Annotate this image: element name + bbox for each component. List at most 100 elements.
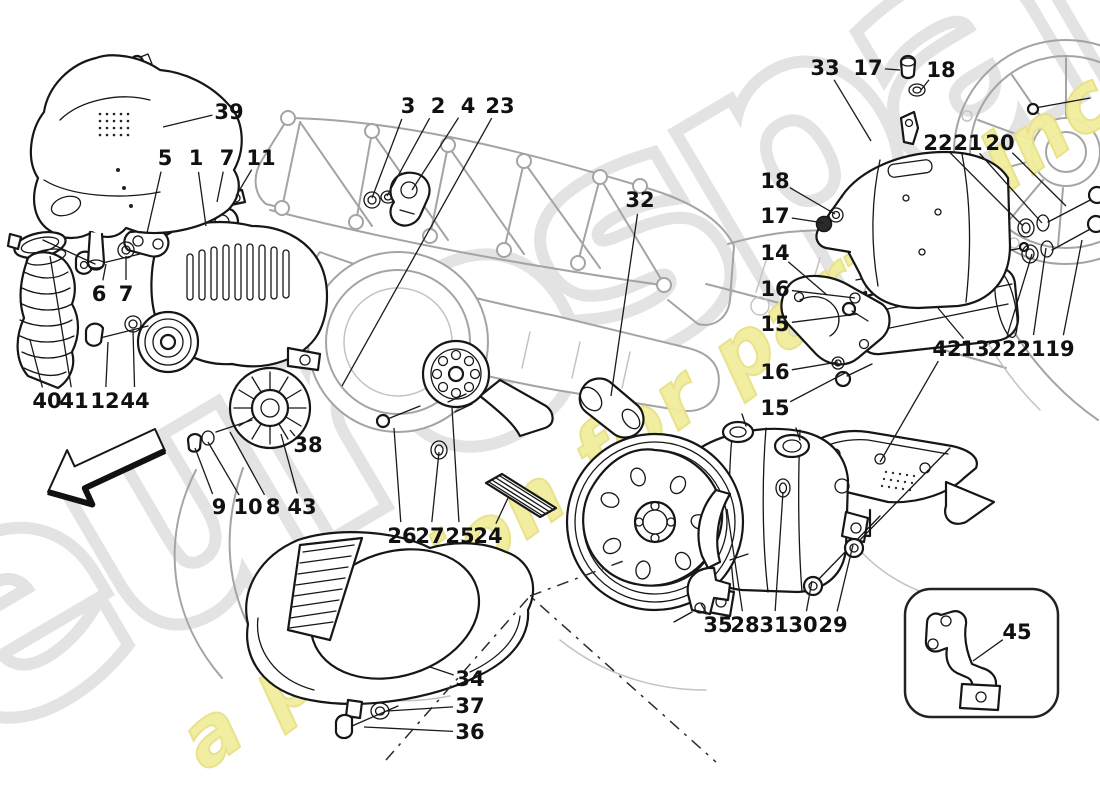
callout-38: 38 [293,433,322,457]
callout-18: 18 [760,169,789,193]
mounting-bolts-right [1017,97,1100,264]
leader-line-39 [162,114,213,128]
leader-line-42 [879,360,939,463]
leader-line-21 [1032,247,1047,336]
callout-39: 39 [214,100,243,124]
leader-line-22 [949,152,1024,227]
callout-36: 36 [455,720,484,744]
callout-31: 31 [759,613,788,637]
leader-line-38 [289,429,296,437]
callout-5: 5 [158,146,173,170]
callout-22: 22 [923,131,952,155]
leader-line-29 [836,544,854,612]
callout-14: 14 [760,241,789,265]
callout-9: 9 [212,495,227,519]
leader-lines [29,68,1083,732]
callout-33: 33 [810,56,839,80]
belt-tensioner-pulley [186,366,312,453]
callout-7: 7 [220,146,235,170]
callout-21: 21 [1016,337,1045,361]
leader-line-18 [789,187,836,215]
callout-17: 17 [853,56,882,80]
leader-line-14 [787,261,828,296]
leader-line-37 [386,706,454,712]
leader-line-44 [132,329,136,388]
tensioner-bearing-pulley [421,339,554,438]
leader-line-19 [1062,239,1083,336]
leader-line-27 [431,451,440,523]
leader-line-32 [610,213,639,397]
callout-32: 32 [625,188,654,212]
leader-line-18 [920,79,930,91]
callout-25: 25 [445,524,474,548]
callout-7: 7 [119,282,134,306]
callout-23: 23 [485,94,514,118]
callout-8: 8 [266,495,281,519]
callout-13: 13 [960,337,989,361]
callout-1: 1 [189,146,204,170]
leader-line-4 [411,117,460,191]
callout-29: 29 [818,613,847,637]
leader-line-25 [451,407,460,523]
leader-line-2 [386,117,431,197]
leader-line-30 [805,580,813,612]
callout-43: 43 [287,495,316,519]
callout-26: 26 [387,524,416,548]
callout-34: 34 [455,667,484,691]
bracket-knurl-dots [880,470,916,492]
leader-line-36 [363,726,454,732]
drive-belt [484,472,558,519]
leader-line-28 [726,508,744,612]
leader-line-24 [495,497,509,524]
alternator-fins [186,243,290,301]
leader-line-5 [146,171,162,234]
leader-line-35 [700,603,708,615]
belt-cover [245,531,535,740]
inset-bracket [924,610,1002,712]
alternator-bolts [74,241,149,347]
stud-and-washer [375,405,448,460]
leader-line-34 [429,666,454,676]
callout-15: 15 [760,312,789,336]
callout-41: 41 [59,389,88,413]
callout-28: 28 [730,613,759,637]
leader-line-21 [979,152,1043,224]
cover-vent-dots [98,112,130,137]
callout-3: 3 [401,94,416,118]
upper-washers-and-mount [363,171,431,227]
callout-16: 16 [760,277,789,301]
callout-19: 19 [1045,337,1074,361]
leader-line-9 [194,447,214,495]
callout-40: 40 [32,389,61,413]
callout-30: 30 [788,613,817,637]
leader-line-13 [937,307,965,340]
leader-line-11 [235,169,253,197]
direction-arrow [47,428,167,508]
callout-27: 27 [415,524,444,548]
leader-line-7 [216,171,224,203]
leader-line-12 [105,341,109,388]
callout-12: 12 [90,389,119,413]
callout-44: 44 [120,389,149,413]
leader-line-22 [1006,253,1033,336]
leader-line-10 [207,441,240,496]
leader-line-31 [774,491,784,612]
leader-line-17 [884,68,901,71]
leader-line-43 [280,433,298,494]
leader-line-40 [29,339,44,388]
callout-6: 6 [92,282,107,306]
leader-line-26 [393,427,402,523]
callout-35: 35 [703,613,732,637]
callout-20: 20 [985,131,1014,155]
inset-box [903,587,1060,719]
leader-line-15 [791,313,859,323]
leader-line-16 [791,289,856,299]
leader-line-8 [229,431,266,496]
callout-2: 2 [431,94,446,118]
leader-line-23 [341,117,493,387]
leader-line-33 [833,79,872,142]
leader-line-20 [1011,152,1067,207]
damper-bushing [578,377,645,439]
